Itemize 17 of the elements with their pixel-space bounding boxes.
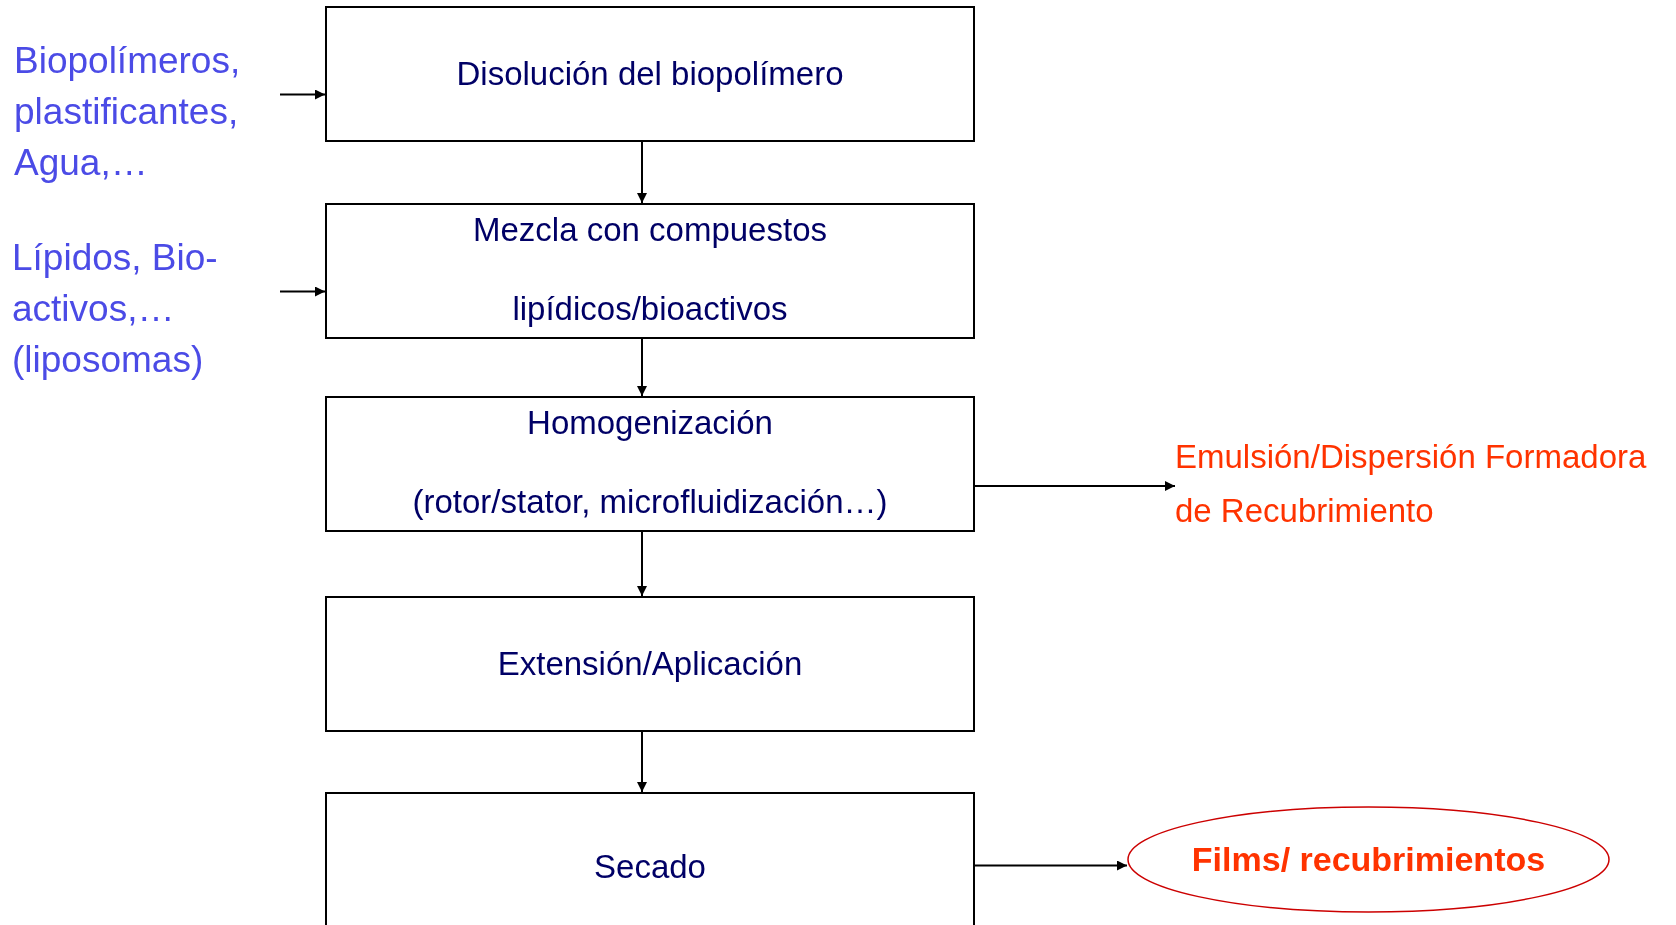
process-box: Disolución del biopolímero: [325, 6, 975, 142]
arrow: [637, 338, 647, 397]
output-ellipse: Films/ recubrimientos: [1127, 806, 1610, 913]
process-box: Homogenización (rotor/stator, microfluidización…): [325, 396, 975, 532]
output-label: Emulsión/Dispersión Formadora de Recubrimiento: [1175, 437, 1648, 531]
arrow: [279, 286, 326, 297]
input-label: Biopolímeros, plastificantes, Agua,…: [14, 39, 242, 185]
arrow: [974, 481, 1176, 491]
arrow: [974, 860, 1128, 871]
arrow: [637, 141, 647, 204]
input-label: Lípidos, Bio-activos,… (liposomas): [12, 236, 219, 382]
arrow: [279, 89, 326, 100]
process-box: Secado: [325, 792, 975, 925]
arrow: [637, 731, 647, 793]
arrow: [637, 531, 647, 597]
process-box: Mezcla con compuestos lipídicos/bioactivos: [325, 203, 975, 339]
process-box: Extensión/Aplicación: [325, 596, 975, 732]
